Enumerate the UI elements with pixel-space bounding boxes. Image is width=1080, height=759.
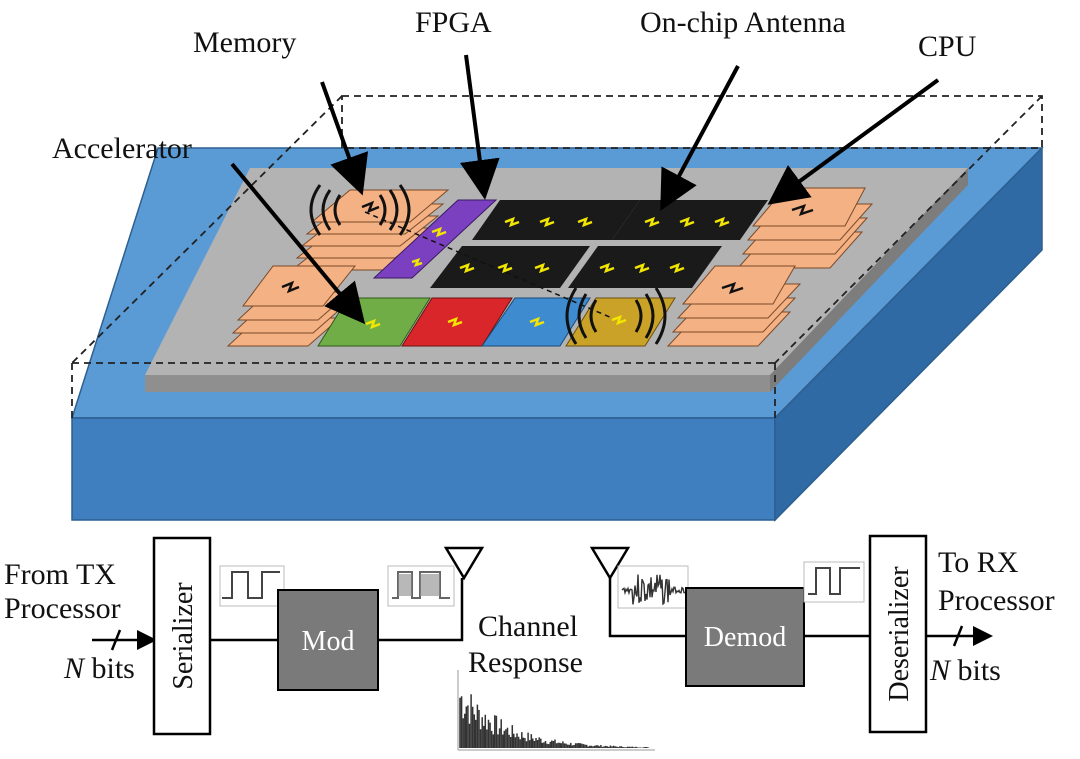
cpu-die-4 [568, 246, 722, 288]
interposer-front [145, 375, 770, 392]
cpu-die-3 [430, 246, 590, 288]
label-antenna: On-chip Antenna [640, 6, 846, 39]
rx-bus-slash [952, 625, 964, 647]
tx-modulated-waveform [387, 565, 455, 607]
arrow-cpu [767, 78, 940, 205]
arrow-memory [320, 81, 369, 196]
memory-stack-top-left [290, 189, 450, 271]
rx-received-waveform [617, 565, 689, 609]
substrate-side [774, 146, 1043, 522]
demodulator-label: Demod [704, 622, 786, 653]
cpu-die-1 [472, 200, 640, 240]
channel-response-plot [457, 670, 655, 751]
label-cpu: CPU [918, 30, 977, 63]
channel-line1: Channel [478, 610, 578, 643]
modulator-block [277, 589, 379, 691]
rx-sink-line1: To RX [938, 546, 1019, 579]
radiation-waves-right [565, 287, 667, 345]
cpu-die-2 [612, 200, 768, 240]
rx-sink-line2: Processor [938, 584, 1055, 617]
deserializer-label: Deserializer [884, 566, 915, 702]
transceiver-chain: From TX Processor N bits Serializer Mod [4, 534, 1055, 751]
tx-bitstream-waveform [219, 565, 285, 607]
rx-antenna-icon [589, 546, 631, 581]
interposer-side [770, 168, 968, 392]
channel-line2: Response [468, 646, 583, 679]
radiation-waves-left [309, 184, 411, 236]
demodulator-block [685, 587, 805, 687]
deserializer-block [868, 534, 928, 734]
fpga-die [372, 199, 498, 279]
arrow-fpga [460, 54, 500, 200]
serializer-block [152, 536, 212, 736]
tx-source-line1: From TX [4, 558, 116, 591]
label-memory: Memory [193, 26, 296, 59]
dashed-enclosure [71, 95, 1043, 418]
antenna-to-demod-line [608, 578, 686, 638]
memory-stack-bottom-right [666, 265, 802, 347]
label-fpga: FPGA [415, 6, 492, 39]
tx-bus-slash [110, 629, 122, 651]
arrow-accelerator [230, 162, 366, 325]
tx-bits-label: N bits [63, 652, 135, 685]
tx-source-line2: Processor [4, 592, 121, 625]
modulator-label: Mod [302, 626, 355, 657]
chip-package [70, 95, 1044, 522]
mod-to-antenna-line [378, 578, 464, 642]
component-labels: Memory FPGA On-chip Antenna CPU Accelera… [52, 6, 977, 325]
tx-antenna-icon [443, 546, 485, 581]
serializer-label: Serializer [168, 582, 199, 690]
substrate-front [71, 417, 776, 521]
arrow-antenna [660, 65, 740, 212]
rx-bitstream-waveform [803, 561, 865, 603]
rx-bits-label: N bits [929, 654, 1001, 687]
label-accelerator: Accelerator [52, 132, 192, 165]
